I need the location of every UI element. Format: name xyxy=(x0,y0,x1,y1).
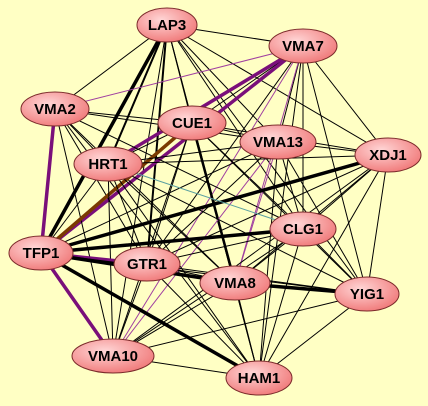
node-clg1[interactable]: CLG1 xyxy=(269,211,337,247)
edge-clg1-ham1 xyxy=(258,228,304,379)
edge-vma7-xdj1 xyxy=(302,45,389,156)
edge-tfp1-yig1 xyxy=(40,252,368,295)
node-vma7[interactable]: VMA7 xyxy=(268,28,338,64)
edge-hrt1-yig1 xyxy=(107,163,368,295)
node-vma8[interactable]: VMA8 xyxy=(199,265,271,301)
node-label: TFP1 xyxy=(23,245,60,262)
edge-vma13-vma10 xyxy=(112,141,279,357)
node-label: VMA13 xyxy=(253,134,303,151)
edge-tfp1-ham1 xyxy=(39,251,261,380)
edge-xdj1-yig1 xyxy=(366,154,389,295)
node-ellipse xyxy=(73,146,143,182)
edge-vma13-tfp1 xyxy=(40,141,279,254)
edge-vma13-vma8 xyxy=(234,141,279,284)
edge-xdj1-tfp1 xyxy=(39,153,390,255)
node-label: VMA10 xyxy=(88,348,138,365)
node-tfp1[interactable]: TFP1 xyxy=(8,235,74,271)
node-ellipse xyxy=(354,137,422,173)
edge-gtr1-ham1 xyxy=(146,263,260,379)
edge-lap3-tfp1 xyxy=(39,23,169,255)
edge-vma7-vma2 xyxy=(54,45,304,110)
node-vma10[interactable]: VMA10 xyxy=(71,338,155,374)
edge-xdj1-gtr1 xyxy=(146,154,389,265)
node-label: VMA8 xyxy=(214,275,256,292)
node-ellipse xyxy=(71,338,155,374)
node-yig1[interactable]: YIG1 xyxy=(334,276,400,312)
node-vma2[interactable]: VMA2 xyxy=(20,91,90,127)
node-ellipse xyxy=(113,246,181,282)
node-hrt1[interactable]: HRT1 xyxy=(73,146,143,182)
node-ellipse xyxy=(269,211,337,247)
edge-lap3-hrt1 xyxy=(107,24,168,165)
edge-hrt1-vma8 xyxy=(107,163,236,284)
node-gtr1[interactable]: GTR1 xyxy=(113,246,181,282)
edge-yig1-vma10 xyxy=(112,293,368,357)
node-label: VMA2 xyxy=(34,101,76,118)
edge-vma13-ham1 xyxy=(258,141,279,379)
edge-layer xyxy=(39,23,390,380)
edge-vma2-vma8 xyxy=(54,108,236,284)
edge-vma7-ham1 xyxy=(258,45,304,379)
node-ellipse xyxy=(239,124,317,160)
node-ellipse xyxy=(157,105,227,141)
edge-cue1-tfp1 xyxy=(39,121,194,255)
node-label: CUE1 xyxy=(172,115,212,132)
node-ellipse xyxy=(334,276,400,312)
node-ellipse xyxy=(136,7,198,43)
edge-xdj1-ham1 xyxy=(258,154,389,379)
edge-vma7-vma10 xyxy=(112,45,304,357)
edge-vma2-tfp1 xyxy=(39,107,57,255)
node-label: GTR1 xyxy=(127,256,167,273)
node-ham1[interactable]: HAM1 xyxy=(225,360,293,396)
node-label: VMA7 xyxy=(282,38,324,55)
edge-tfp1-clg1 xyxy=(39,227,305,255)
node-label: HRT1 xyxy=(88,156,127,173)
edge-tfp1-vma10 xyxy=(39,251,115,358)
node-ellipse xyxy=(8,235,74,271)
edge-vma2-gtr1 xyxy=(54,108,148,265)
node-label: YIG1 xyxy=(350,286,384,303)
node-layer: LAP3VMA7VMA2CUE1VMA13XDJ1HRT1CLG1TFP1GTR… xyxy=(8,7,422,396)
node-label: HAM1 xyxy=(238,370,281,387)
node-ellipse xyxy=(225,360,293,396)
edge-xdj1-hrt1 xyxy=(107,154,389,165)
node-ellipse xyxy=(199,265,271,301)
node-vma13[interactable]: VMA13 xyxy=(239,124,317,160)
edge-lap3-gtr1 xyxy=(146,24,168,265)
edge-vma7-hrt1 xyxy=(106,44,305,166)
node-cue1[interactable]: CUE1 xyxy=(157,105,227,141)
edge-lap3-xdj1 xyxy=(166,24,389,156)
node-ellipse xyxy=(268,28,338,64)
node-xdj1[interactable]: XDJ1 xyxy=(354,137,422,173)
edge-cue1-yig1 xyxy=(191,122,368,295)
node-label: XDJ1 xyxy=(369,147,407,164)
node-label: CLG1 xyxy=(283,221,323,238)
node-lap3[interactable]: LAP3 xyxy=(136,7,198,43)
edge-lap3-vma13 xyxy=(166,24,279,143)
edge-vma2-clg1 xyxy=(54,108,304,230)
edge-vma7-tfp1 xyxy=(39,44,305,255)
edge-vma7-vma8 xyxy=(234,45,304,284)
node-label: LAP3 xyxy=(148,17,186,34)
edge-lap3-clg1 xyxy=(166,24,304,230)
node-ellipse xyxy=(20,91,90,127)
edge-hrt1-clg1 xyxy=(107,163,304,230)
